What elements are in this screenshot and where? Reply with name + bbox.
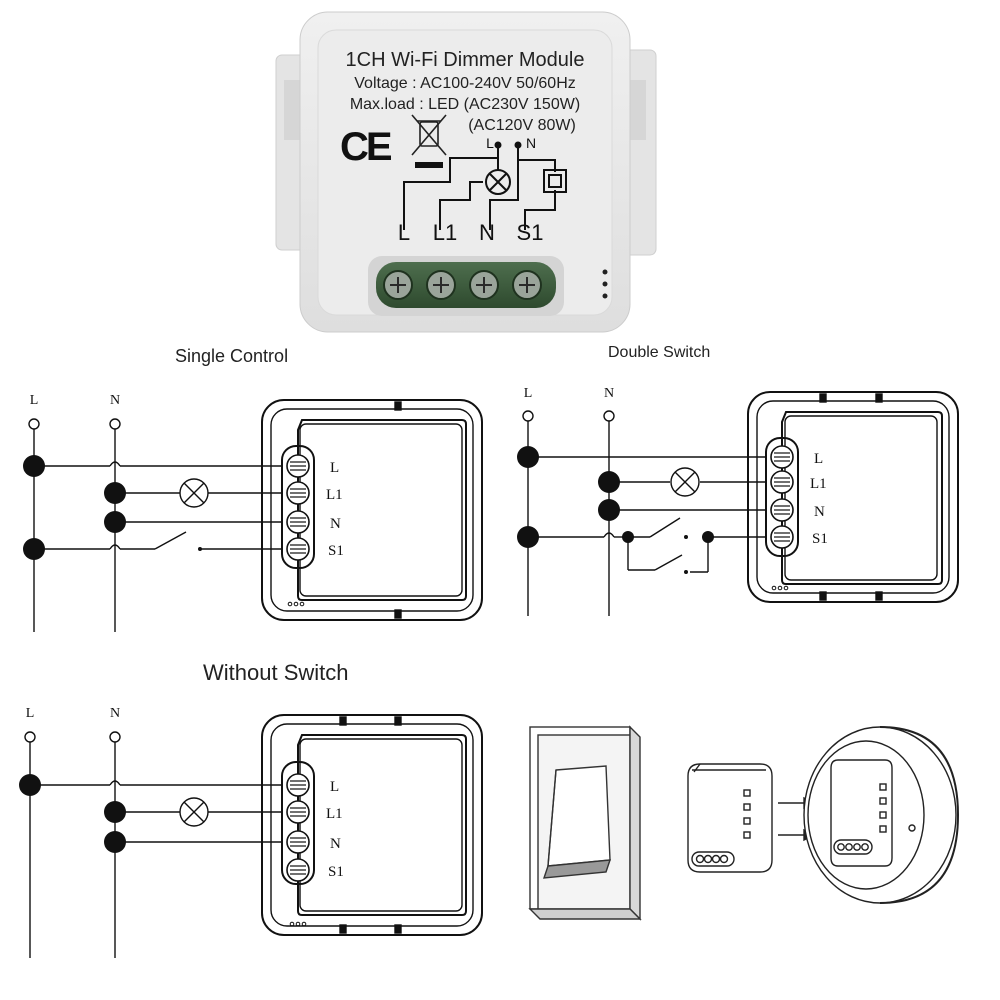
double-terminal-label-l: L xyxy=(814,451,823,467)
double-neutral-label: N xyxy=(604,386,614,401)
single-control-terminals xyxy=(286,454,310,561)
without-terminal-label-n: N xyxy=(330,836,341,852)
module-schematic xyxy=(403,141,567,230)
wall-switch-icon xyxy=(528,725,642,921)
lamp-icon xyxy=(179,797,209,827)
title-single-control: Single Control xyxy=(175,346,288,366)
lamp-icon xyxy=(179,478,209,508)
module-label-l-top: L xyxy=(486,135,494,151)
title-without-switch: Without Switch xyxy=(203,660,349,685)
without-switch-supply-terminals xyxy=(24,731,121,743)
single-terminal-label-s1: S1 xyxy=(328,543,344,559)
ce-mark-icon: CE xyxy=(340,125,395,169)
module-terminal-label-l1: L1 xyxy=(433,220,457,245)
module-terminal-label-s1: S1 xyxy=(517,220,544,245)
double-switch-terminals xyxy=(770,445,794,549)
weee-bin-icon xyxy=(411,114,447,168)
diagram-single-control xyxy=(33,399,483,632)
module-indicator-dots xyxy=(602,269,608,299)
single-terminal-label-l: L xyxy=(330,460,339,476)
module-title: 1CH Wi-Fi Dimmer Module xyxy=(346,49,585,71)
diagram-double-switch xyxy=(527,391,959,616)
double-live-label: L xyxy=(524,386,533,401)
single-control-junctions xyxy=(23,455,305,607)
single-control-supply-terminals xyxy=(28,418,121,430)
double-terminal-label-n: N xyxy=(814,504,825,520)
single-neutral-label: N xyxy=(110,393,120,408)
module-maxload: Max.load : LED (AC230V 150W) xyxy=(350,96,580,113)
double-switch-supply-terminals xyxy=(522,410,615,422)
single-terminal-label-n: N xyxy=(330,516,341,532)
module-terminal-label-n: N xyxy=(479,220,495,245)
without-terminal-label-l1: L1 xyxy=(326,806,343,822)
without-switch-junctions xyxy=(19,774,307,927)
diagram-without-switch xyxy=(29,714,483,958)
single-live-label: L xyxy=(30,393,39,408)
double-terminal-label-s1: S1 xyxy=(812,531,828,547)
lamp-icon xyxy=(670,467,700,497)
module-terminal-block xyxy=(368,256,564,316)
module-photo: 1CH Wi-Fi Dimmer Module Voltage : AC100-… xyxy=(275,11,657,333)
module-voltage: Voltage : AC100-240V 50/60Hz xyxy=(354,75,576,92)
without-live-label: L xyxy=(26,706,35,721)
title-double-switch: Double Switch xyxy=(608,344,710,361)
without-switch-terminals xyxy=(286,773,310,882)
double-switch-junctions xyxy=(517,446,789,591)
module-maxload-2: (AC120V 80W) xyxy=(468,117,576,134)
module-label-n-top: N xyxy=(526,135,536,151)
without-terminal-label-s1: S1 xyxy=(328,864,344,880)
without-neutral-label: N xyxy=(110,706,120,721)
without-terminal-label-l: L xyxy=(330,779,339,795)
ce-mark-text: CE xyxy=(340,125,392,169)
single-terminal-label-l1: L1 xyxy=(326,487,343,503)
module-terminal-label-l: L xyxy=(398,220,410,245)
double-terminal-label-l1: L1 xyxy=(810,476,827,492)
module-install-icon xyxy=(687,726,960,904)
